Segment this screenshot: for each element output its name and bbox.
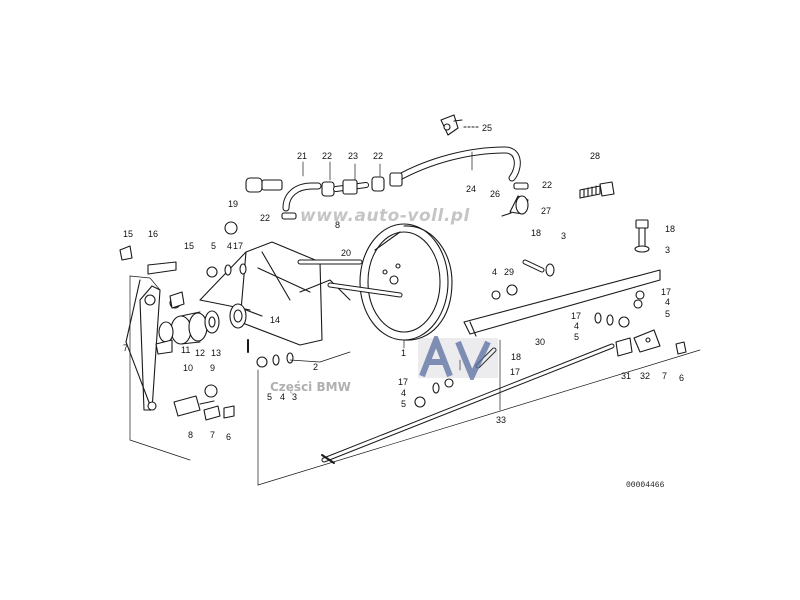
callout-2: 2 (313, 362, 319, 372)
callout-28: 28 (590, 151, 601, 161)
watermark-logo (418, 336, 498, 380)
part-8-clevis-lower (173, 395, 235, 421)
part-25-hose-elbow (440, 114, 479, 136)
callout-15: 15 (184, 241, 195, 251)
callout-31: 31 (621, 371, 632, 381)
callout-22: 22 (542, 180, 553, 190)
part-12-spring (158, 311, 208, 345)
callout-29: 29 (504, 267, 515, 277)
callout-14: 14 (270, 315, 281, 325)
callout-24: 24 (466, 184, 477, 194)
part-20-pushrod (297, 259, 403, 298)
callout-18: 18 (665, 224, 676, 234)
callout-20: 20 (341, 248, 352, 258)
leader-lines (129, 151, 701, 486)
callout-6: 6 (226, 432, 232, 442)
callout-5: 5 (401, 399, 407, 409)
callout-4: 4 (227, 241, 233, 251)
callout-27: 27 (541, 206, 552, 216)
callout-18: 18 (511, 352, 522, 362)
callout-17: 17 (233, 241, 244, 251)
watermark-url-text: www.auto-voll.pl (300, 206, 470, 226)
part-21-hose (245, 177, 322, 212)
part-7-clip-left (155, 339, 173, 355)
part-1-brake-booster (359, 223, 453, 341)
callout-5: 5 (665, 309, 671, 319)
callout-7: 7 (662, 371, 668, 381)
callout-17: 17 (661, 287, 672, 297)
callout-11: 11 (181, 345, 191, 355)
callout-3: 3 (665, 245, 671, 255)
part-2-mounting-bracket (199, 241, 351, 353)
callout-23: 23 (348, 151, 359, 161)
callout-33: 33 (496, 415, 507, 425)
callout-5: 5 (574, 332, 580, 342)
callout-3: 3 (561, 231, 567, 241)
callout-10: 10 (183, 363, 194, 373)
part-33-pushrod (321, 343, 615, 464)
part-32-clevis (633, 329, 661, 353)
part-6-pin-right (675, 341, 687, 355)
callout-4: 4 (574, 321, 580, 331)
callout-16: 16 (148, 229, 159, 239)
part-28-bolt (579, 181, 615, 199)
part-14-bushing (229, 303, 263, 329)
callout-17: 17 (571, 311, 582, 321)
callout-22: 22 (373, 151, 384, 161)
callout-26: 26 (490, 189, 501, 199)
callout-6: 6 (679, 373, 685, 383)
callout-4: 4 (401, 388, 407, 398)
callout-5: 5 (211, 241, 217, 251)
callout-22: 22 (260, 213, 271, 223)
callout-17: 17 (398, 377, 409, 387)
callout-8: 8 (188, 430, 194, 440)
part-18-bolt-right (634, 219, 650, 253)
callout-13: 13 (211, 348, 222, 358)
callout-5: 5 (267, 392, 273, 402)
part-10-brake-pedal (125, 279, 161, 411)
callout-7: 7 (210, 430, 216, 440)
callout-17: 17 (510, 367, 521, 377)
callout-19: 19 (228, 199, 239, 209)
callout-25: 25 (482, 123, 493, 133)
part-30-rod (463, 269, 661, 337)
part-26-27-fitting (501, 195, 529, 217)
part-31-clevis (615, 337, 633, 357)
drawing-reference-code: 00004466 (626, 481, 665, 490)
callout-12: 12 (195, 348, 206, 358)
callout-18: 18 (531, 228, 542, 238)
callout-3: 3 (292, 392, 298, 402)
watermark-caption: Części BMW (270, 380, 351, 394)
part-18-bolt-mid (522, 259, 545, 273)
callout-22: 22 (322, 151, 333, 161)
callout-4: 4 (665, 297, 671, 307)
callout-4: 4 (280, 392, 286, 402)
callout-8: 8 (335, 220, 341, 230)
callout-7: 7 (123, 343, 129, 353)
callout-21: 21 (297, 151, 308, 161)
callout-4: 4 (492, 267, 498, 277)
callout-15: 15 (123, 229, 134, 239)
callout-32: 32 (640, 371, 651, 381)
part-24-vacuum-hose (389, 146, 521, 187)
callout-9: 9 (210, 363, 216, 373)
callout-1: 1 (401, 348, 407, 358)
part-22-clamps (281, 176, 529, 220)
callout-30: 30 (535, 337, 546, 347)
part-13-bushing (204, 310, 220, 334)
part-23-check-valve (333, 179, 369, 195)
part-15-16-pins (119, 245, 185, 309)
